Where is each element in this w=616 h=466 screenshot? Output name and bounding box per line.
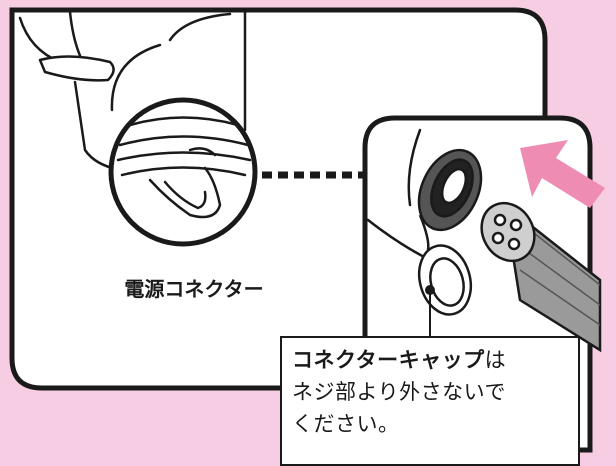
pink-insert-arrow: [520, 140, 605, 208]
note-line-1-suffix: は: [484, 348, 507, 372]
cap-warning-note: コネクターキャップは ネジ部より外さないで ください。: [280, 336, 580, 466]
diagram-canvas: 電源コネクター: [9, 7, 605, 453]
socket-illustration: [366, 128, 483, 262]
note-line-1: コネクターキャップは: [292, 344, 568, 376]
device-illustration: [18, 10, 247, 172]
power-connector-icon: [116, 116, 252, 219]
cable-plug-icon: [480, 201, 602, 353]
connector-cap-icon: [417, 214, 473, 316]
note-line-3: ください。: [292, 412, 400, 436]
note-bold-term: コネクターキャップ: [292, 348, 485, 372]
note-line-2: ネジ部より外さないで: [292, 380, 506, 404]
callout-line: [425, 285, 435, 338]
power-connector-label: 電源コネクター: [124, 277, 263, 301]
